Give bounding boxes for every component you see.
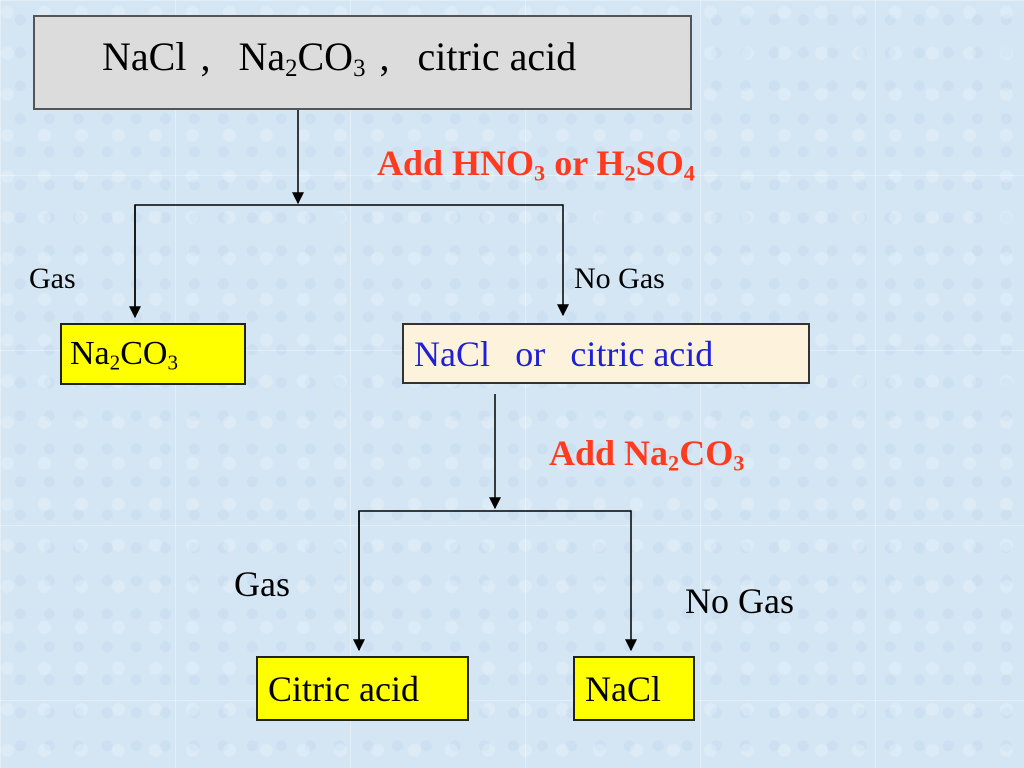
mixture-label: NaCl,Na2CO3,citric acid [102,34,577,83]
branch-1-no-gas-label: No Gas [574,262,665,295]
result-citric-acid-label: Citric acid [268,668,419,709]
result-nacl-label: NaCl [585,668,661,709]
step-1-reagent-label: Add HNO3 or H2SO4 [377,143,695,186]
result-na2co3-box: Na2CO3 [60,323,246,385]
mixture-box: NaCl,Na2CO3,citric acid [33,15,692,110]
branch-bar-1 [134,204,569,317]
branch-2-gas-label: Gas [234,564,290,604]
branch-2-no-gas-label: No Gas [685,581,794,621]
result-citric-acid-box: Citric acid [256,656,469,721]
step-2-reagent-label: Add Na2CO3 [549,433,745,476]
result-na2co3-label: Na2CO3 [70,335,178,375]
branch-bar-2 [358,510,637,652]
branch-1-gas-label: Gas [29,262,76,295]
result-nacl-box: NaCl [573,656,695,721]
